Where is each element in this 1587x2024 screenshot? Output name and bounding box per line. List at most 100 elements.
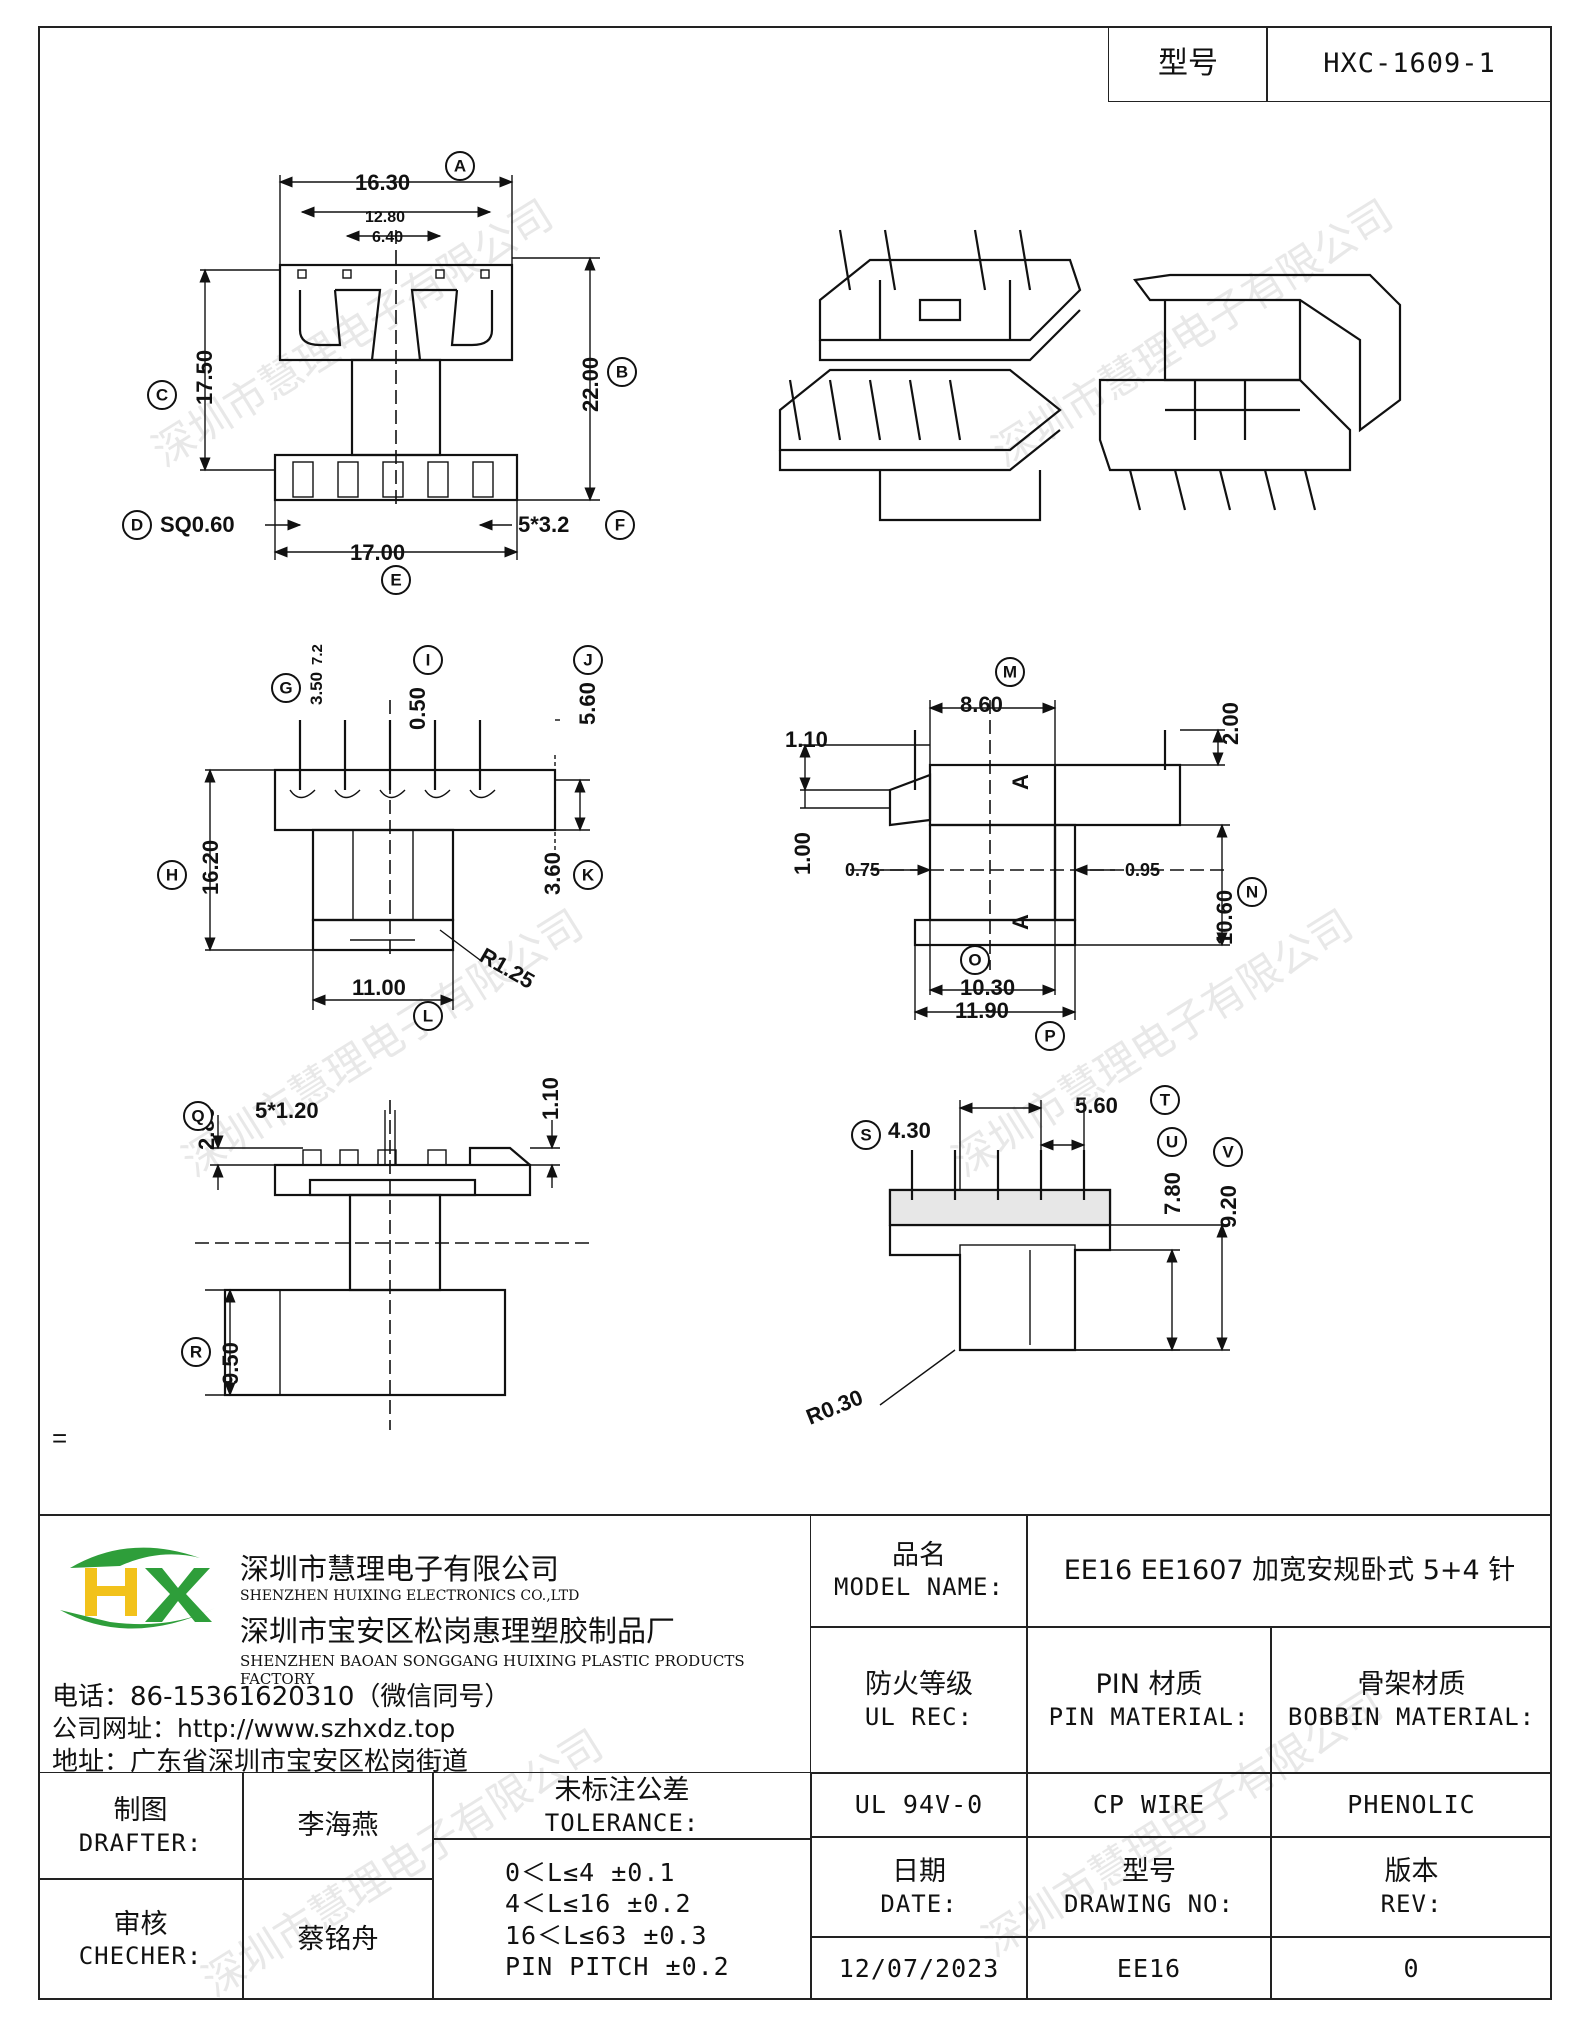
section-mark: A: [1008, 774, 1033, 790]
front-view: 16.30 12.80 6.40 17.50 22.00 SQ0.60 5*3.…: [122, 151, 637, 595]
dim-text: 5*3.2: [518, 512, 569, 537]
checker-label-cell: 审核 CHECHER:: [38, 1878, 244, 2000]
drawing-no-value: EE16: [1116, 1953, 1182, 1983]
callout-label: O: [968, 951, 981, 970]
cross-section-view: 5.60 4.30 7.80 9.20 R0.30 S T U V: [803, 1085, 1243, 1430]
date-value: 12/07/2023: [838, 1953, 1000, 1983]
dim-text: SQ0.60: [160, 512, 235, 537]
drawing-no-label-en: DRAWING NO:: [1064, 1889, 1234, 1918]
tolerance-line: 16＜L≤63 ±0.3: [505, 1920, 708, 1950]
factory-name-cn: 深圳市宝安区松岗惠理塑胶制品厂: [240, 1614, 676, 1648]
pin-label-en: PIN MATERIAL:: [1048, 1702, 1250, 1731]
checker-label-cn: 审核: [113, 1908, 168, 1940]
pin-label-cell: PIN 材质 PIN MATERIAL:: [1026, 1626, 1272, 1774]
title-block-top-border: [38, 1514, 1552, 1516]
dim-text: 0.50: [405, 687, 430, 730]
dim-text: 7.2: [309, 644, 326, 665]
callout-label: U: [1166, 1133, 1178, 1152]
ul-label-cell: 防火等级 UL REC:: [810, 1626, 1028, 1774]
dim-text: 1.10: [785, 727, 828, 752]
rev-value: 0: [1403, 1953, 1420, 1983]
model-name-label-en: MODEL NAME:: [834, 1573, 1004, 1602]
dim-text: 10.60: [1212, 890, 1237, 945]
dim-text: 11.90: [955, 998, 1009, 1023]
factory-name-en: SHENZHEN BAOAN SONGGANG HUIXING PLASTIC …: [240, 1652, 745, 1688]
rev-label-cn: 版本: [1384, 1856, 1439, 1888]
model-label-cell: 型号: [1108, 26, 1268, 102]
callout-label: B: [616, 363, 628, 382]
dim-text: 16.30: [355, 170, 410, 195]
drawing-no-label-cn: 型号: [1122, 1856, 1176, 1888]
drafter-name: 李海燕: [297, 1810, 379, 1842]
checker-label-en: CHECHER:: [78, 1942, 203, 1971]
company-name-en: SHENZHEN HUIXING ELECTRONICS CO.,LTD: [240, 1588, 580, 1604]
dim-text: 9.20: [1216, 1185, 1241, 1228]
bobbin-label-cell: 骨架材质 BOBBIN MATERIAL:: [1270, 1626, 1552, 1774]
callout-label: T: [1160, 1091, 1171, 1110]
dim-text: 1.10: [538, 1077, 563, 1120]
bobbin-value-cell: PHENOLIC: [1270, 1772, 1552, 1838]
dim-text: 22.00: [578, 357, 603, 412]
callout-label: A: [454, 157, 466, 176]
dim-text: R1.25: [476, 943, 539, 994]
stray-mark: =: [52, 1423, 67, 1453]
callout-label: M: [1003, 663, 1017, 682]
tolerance-line: 4＜L≤16 ±0.2: [505, 1889, 692, 1919]
dim-text: 11.00: [352, 975, 406, 1000]
callout-label: H: [166, 866, 178, 885]
callout-label: G: [279, 679, 292, 698]
model-name-value: EE16 EE1607 加宽安规卧式 5+4 针: [1063, 1554, 1516, 1586]
company-logo: [60, 1547, 215, 1629]
model-name-label-cn: 品名: [892, 1539, 946, 1571]
callout-label: J: [583, 651, 592, 670]
tolerance-label-cell: 未标注公差 TOLERANCE:: [432, 1772, 812, 1840]
dim-text: R0.30: [803, 1384, 867, 1429]
callout-label: D: [131, 516, 143, 535]
dim-text: 16.20: [198, 840, 223, 895]
date-value-cell: 12/07/2023: [810, 1936, 1028, 2000]
callout-label: F: [615, 516, 625, 535]
drafter-name-cell: 李海燕: [242, 1772, 434, 1880]
drafter-label-cn: 制图: [113, 1795, 168, 1827]
dim-text: 5.60: [575, 682, 600, 725]
dim-text: 3.60: [540, 852, 565, 895]
drafter-label-cell: 制图 DRAFTER:: [38, 1772, 244, 1880]
ul-value-cell: UL 94V-0: [810, 1772, 1028, 1838]
dim-text: 8.60: [960, 692, 1003, 717]
rev-label-en: REV:: [1380, 1889, 1443, 1918]
callout-label: Q: [191, 1107, 204, 1126]
model-name-value-cell: EE16 EE1607 加宽安规卧式 5+4 针: [1026, 1514, 1552, 1628]
pin-label-cn: PIN 材质: [1095, 1669, 1203, 1701]
drafter-label-en: DRAFTER:: [78, 1828, 203, 1857]
date-label-en: DATE:: [880, 1889, 958, 1918]
rev-label-cell: 版本 REV:: [1270, 1836, 1552, 1938]
dim-text: 12.80: [365, 209, 405, 226]
tolerance-line: 0＜L≤4 ±0.1: [505, 1858, 676, 1887]
section-view: 8.60 1.10 2.00 1.00 0.75 0.95 10.60 10.3…: [785, 657, 1267, 1051]
bobbin-value: PHENOLIC: [1347, 1790, 1476, 1820]
isometric-view: [778, 229, 1402, 522]
ul-label-en: UL REC:: [864, 1702, 974, 1731]
dim-text: 5*1.20: [255, 1098, 319, 1123]
company-website: 公司网址：http://www.szhxdz.top: [52, 1714, 456, 1743]
checker-name-cell: 蔡铭舟: [242, 1878, 434, 2000]
rev-value-cell: 0: [1270, 1936, 1552, 2000]
ul-value: UL 94V-0: [854, 1790, 984, 1820]
pin-value-cell: CP WIRE: [1026, 1772, 1272, 1838]
tolerance-label-en: TOLERANCE:: [544, 1808, 700, 1837]
drawing-no-value-cell: EE16: [1026, 1936, 1272, 2000]
callout-label: C: [156, 386, 168, 405]
bottom-view: 2.80 5*1.20 1.10 9.50 Q R: [181, 1077, 590, 1430]
bobbin-label-cn: 骨架材质: [1357, 1669, 1466, 1701]
dim-text: 17.00: [350, 540, 405, 565]
date-label-cn: 日期: [892, 1856, 946, 1888]
model-value: HXC-1609-1: [1323, 47, 1496, 79]
dim-text: 3.50: [307, 672, 326, 705]
model-label: 型号: [1158, 45, 1218, 81]
callout-label: V: [1222, 1143, 1234, 1162]
callout-label: S: [860, 1126, 871, 1145]
callout-label: P: [1044, 1027, 1055, 1046]
drawing-no-label-cell: 型号 DRAWING NO:: [1026, 1836, 1272, 1938]
tolerance-label-cn: 未标注公差: [554, 1775, 690, 1807]
callout-label: I: [426, 651, 431, 670]
